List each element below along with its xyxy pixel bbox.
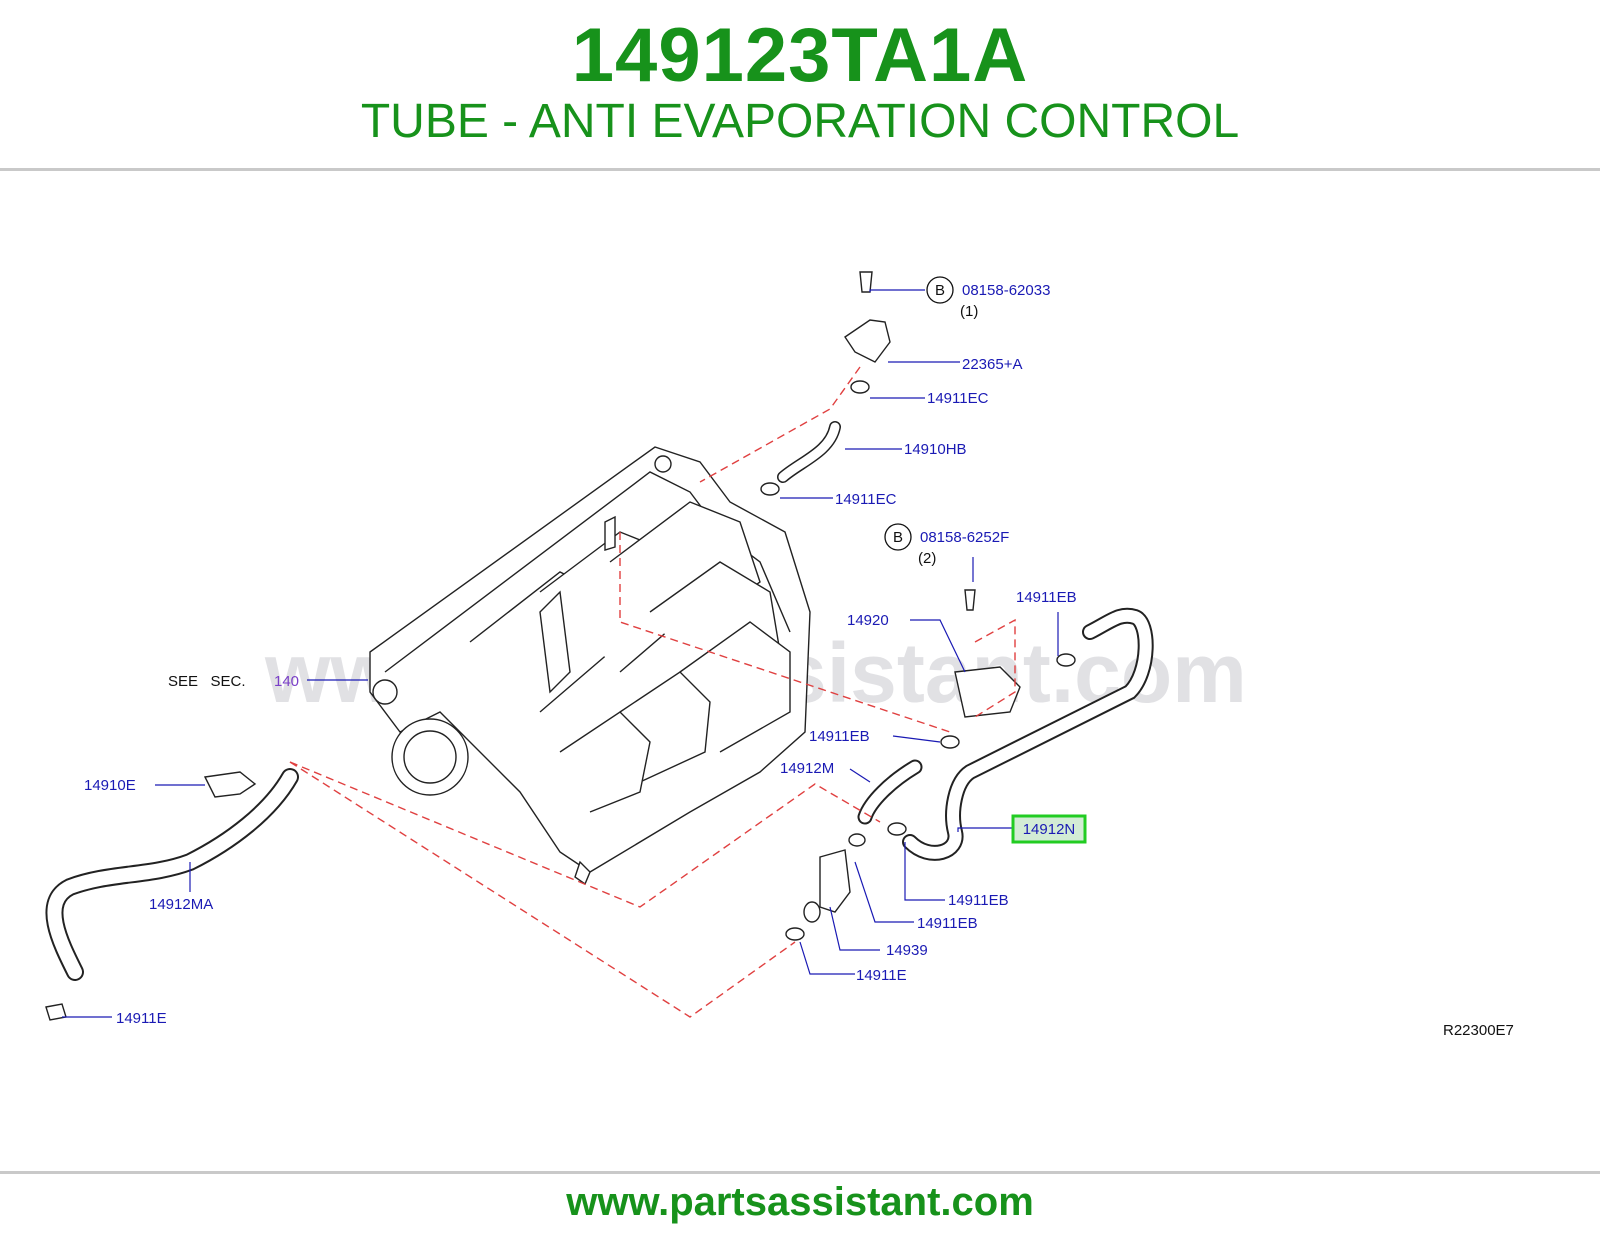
parts-diagram: www.partsassistant.com [0,172,1600,1168]
header-divider [0,168,1600,171]
callout-14911ec-mid[interactable]: 14911EC [835,491,897,508]
footer-divider [0,1171,1600,1174]
callout-14911eb-top[interactable]: 14911EB [1016,589,1077,606]
callout-bolt-2-qty: (2) [918,550,936,567]
bolt-markers: B B [884,276,954,551]
hose-drawings [45,271,1154,1021]
callout-14911e-left[interactable]: 14911E [116,1010,167,1027]
highlighted-callout-14912n[interactable]: 14912N [1011,814,1087,844]
footer-website-url[interactable]: www.partsassistant.com [566,1180,1034,1224]
callout-22365a[interactable]: 22365+A [962,356,1022,373]
callout-14910e[interactable]: 14910E [84,777,136,794]
callout-14910hb[interactable]: 14910HB [904,441,967,458]
callout-14912m[interactable]: 14912M [780,760,834,777]
drawing-code: R22300E7 [1443,1022,1514,1039]
page-header: 149123TA1A TUBE - ANTI EVAPORATION CONTR… [0,0,1600,168]
callout-14911eb-left[interactable]: 14911EB [809,728,870,745]
callout-bolt-08158-6252f[interactable]: 08158-6252F [920,529,1009,546]
callout-14912n[interactable]: 14912N [1023,821,1076,838]
intake-manifold-drawing [369,446,811,886]
callout-14939[interactable]: 14939 [886,942,928,959]
callout-bolt-08158-62033[interactable]: 08158-62033 [962,282,1050,299]
part-number-title: 149123TA1A [571,13,1029,98]
callout-bolt-1-qty: (1) [960,303,978,320]
callout-14920[interactable]: 14920 [847,612,889,629]
callout-14911ec-top[interactable]: 14911EC [927,390,989,407]
see-sec-label: SEE SEC. [168,673,246,690]
bolt-marker-1: B [935,282,945,299]
see-sec-reference-link[interactable]: 140 [274,673,299,690]
callout-14911eb-lower-2[interactable]: 14911EB [917,915,978,932]
callout-14912ma[interactable]: 14912MA [149,896,213,913]
part-name-subtitle: TUBE - ANTI EVAPORATION CONTROL [360,95,1240,148]
bolt-marker-2: B [893,529,903,546]
dashed-guide-lines [289,366,1016,1018]
callout-14911e-right[interactable]: 14911E [856,967,907,984]
callout-14911eb-lower-1[interactable]: 14911EB [948,892,1009,909]
leader-lines [62,289,1059,1018]
